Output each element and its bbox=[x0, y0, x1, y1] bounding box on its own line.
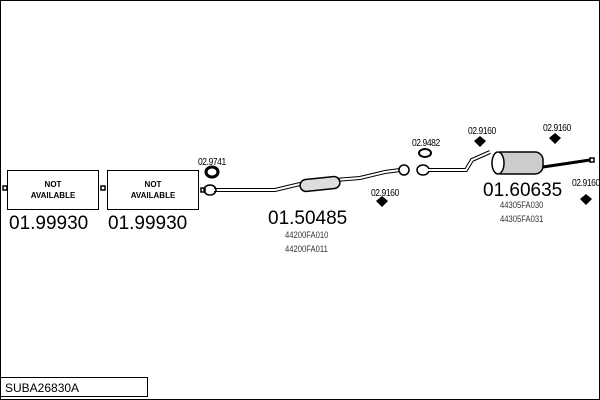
not-available-box: NOT AVAILABLE bbox=[7, 170, 99, 210]
oem-code: 44200FA011 bbox=[285, 244, 328, 254]
accessory-number: 02.9741 bbox=[198, 157, 226, 168]
part-number: 01.99930 bbox=[108, 213, 188, 234]
flange-icon bbox=[398, 164, 410, 176]
accessory-number: 02.9160 bbox=[371, 188, 399, 199]
tail-pipe bbox=[542, 158, 591, 169]
accessory-number: 02.9160 bbox=[468, 126, 496, 137]
oem-code: 44305FA030 bbox=[500, 200, 544, 210]
oem-code: 44305FA031 bbox=[500, 214, 544, 224]
na-label: AVAILABLE bbox=[130, 191, 176, 200]
connector-icon bbox=[200, 187, 206, 193]
accessory-number: 02.9160 bbox=[543, 123, 571, 134]
flange-icon bbox=[203, 184, 217, 196]
gasket-icon bbox=[418, 148, 432, 158]
rubber-hanger-icon bbox=[474, 136, 486, 147]
rubber-hanger-icon bbox=[376, 196, 388, 207]
rubber-hanger-icon bbox=[549, 133, 561, 144]
accessory-number: 02.9482 bbox=[412, 138, 440, 149]
center-muffler bbox=[299, 175, 341, 193]
part-number: 01.99930 bbox=[9, 213, 89, 234]
na-label: NOT bbox=[144, 180, 162, 189]
accessory-number: 02.9160 bbox=[572, 178, 600, 189]
diagram-title: SUBA26830A bbox=[0, 377, 148, 397]
gasket-icon bbox=[204, 165, 220, 179]
rear-pipe bbox=[428, 150, 491, 172]
na-label: AVAILABLE bbox=[30, 191, 76, 200]
rubber-hanger-icon bbox=[580, 194, 592, 205]
not-available-box: NOT AVAILABLE bbox=[107, 170, 199, 210]
part-number: 01.50485 bbox=[268, 208, 348, 229]
oem-code: 44200FA010 bbox=[285, 230, 329, 240]
connector-icon bbox=[100, 185, 106, 191]
flange-icon bbox=[416, 164, 430, 176]
na-label: NOT bbox=[44, 180, 62, 189]
part-number: 01.60635 bbox=[483, 180, 563, 201]
